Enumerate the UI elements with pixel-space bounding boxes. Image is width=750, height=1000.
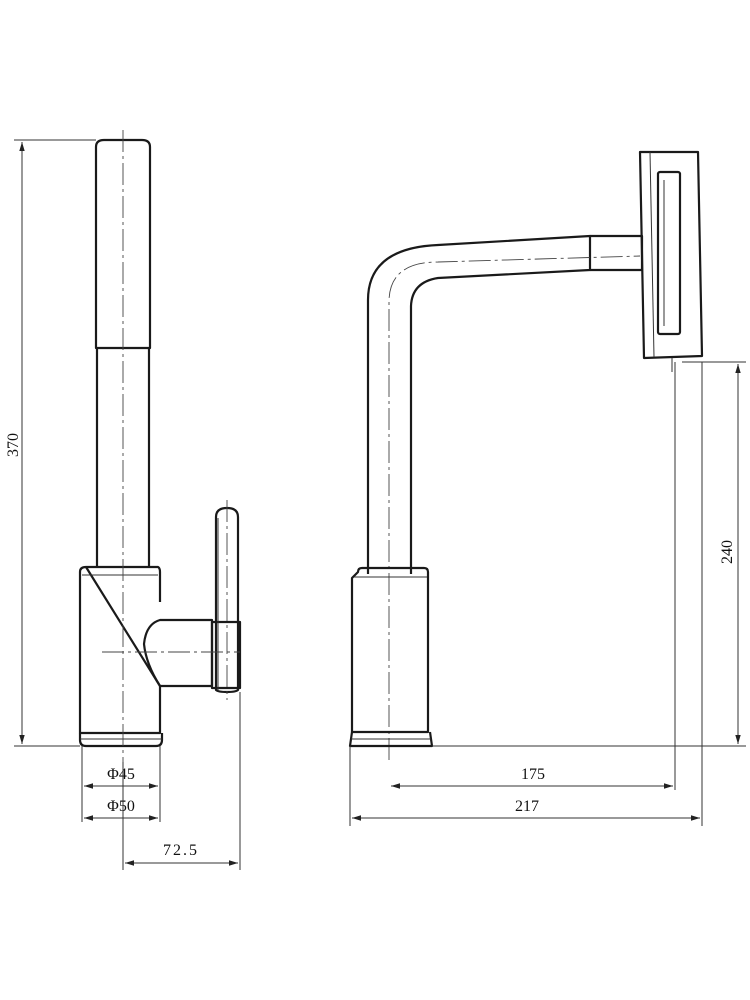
- dim-reach-label: 175: [521, 766, 545, 783]
- front-body: [78, 565, 162, 735]
- side-view: [348, 150, 704, 760]
- side-spout-sleeve: [590, 234, 644, 272]
- dim-overall-reach-label: 217: [515, 798, 539, 815]
- front-handle-lever: [214, 506, 240, 694]
- front-dimensions: 370 Φ45 Φ50 72.5: [5, 139, 241, 870]
- side-spout-centerline: [388, 255, 641, 760]
- side-spray-face: [656, 170, 682, 336]
- side-body: [350, 566, 430, 734]
- front-upper-tube: [95, 348, 151, 567]
- front-lever-cap: [210, 620, 242, 690]
- side-spray-head-inner-line: [649, 151, 655, 358]
- side-spout-neck: [366, 234, 592, 574]
- side-dimensions: 240 175 217: [349, 361, 746, 826]
- front-spray-head: [94, 138, 152, 350]
- dim-handle-offset-label: 72.5: [163, 842, 199, 859]
- dim-diameter-inner-label: Φ45: [107, 766, 135, 783]
- dim-height-total-label: 370: [5, 433, 22, 457]
- front-view: [78, 130, 242, 762]
- front-base-ring: [78, 733, 164, 748]
- front-lever-boss: [142, 618, 214, 688]
- dim-spout-height-label: 240: [719, 540, 736, 564]
- dim-diameter-outer-label: Φ50: [107, 798, 135, 815]
- side-spray-head: [638, 150, 704, 360]
